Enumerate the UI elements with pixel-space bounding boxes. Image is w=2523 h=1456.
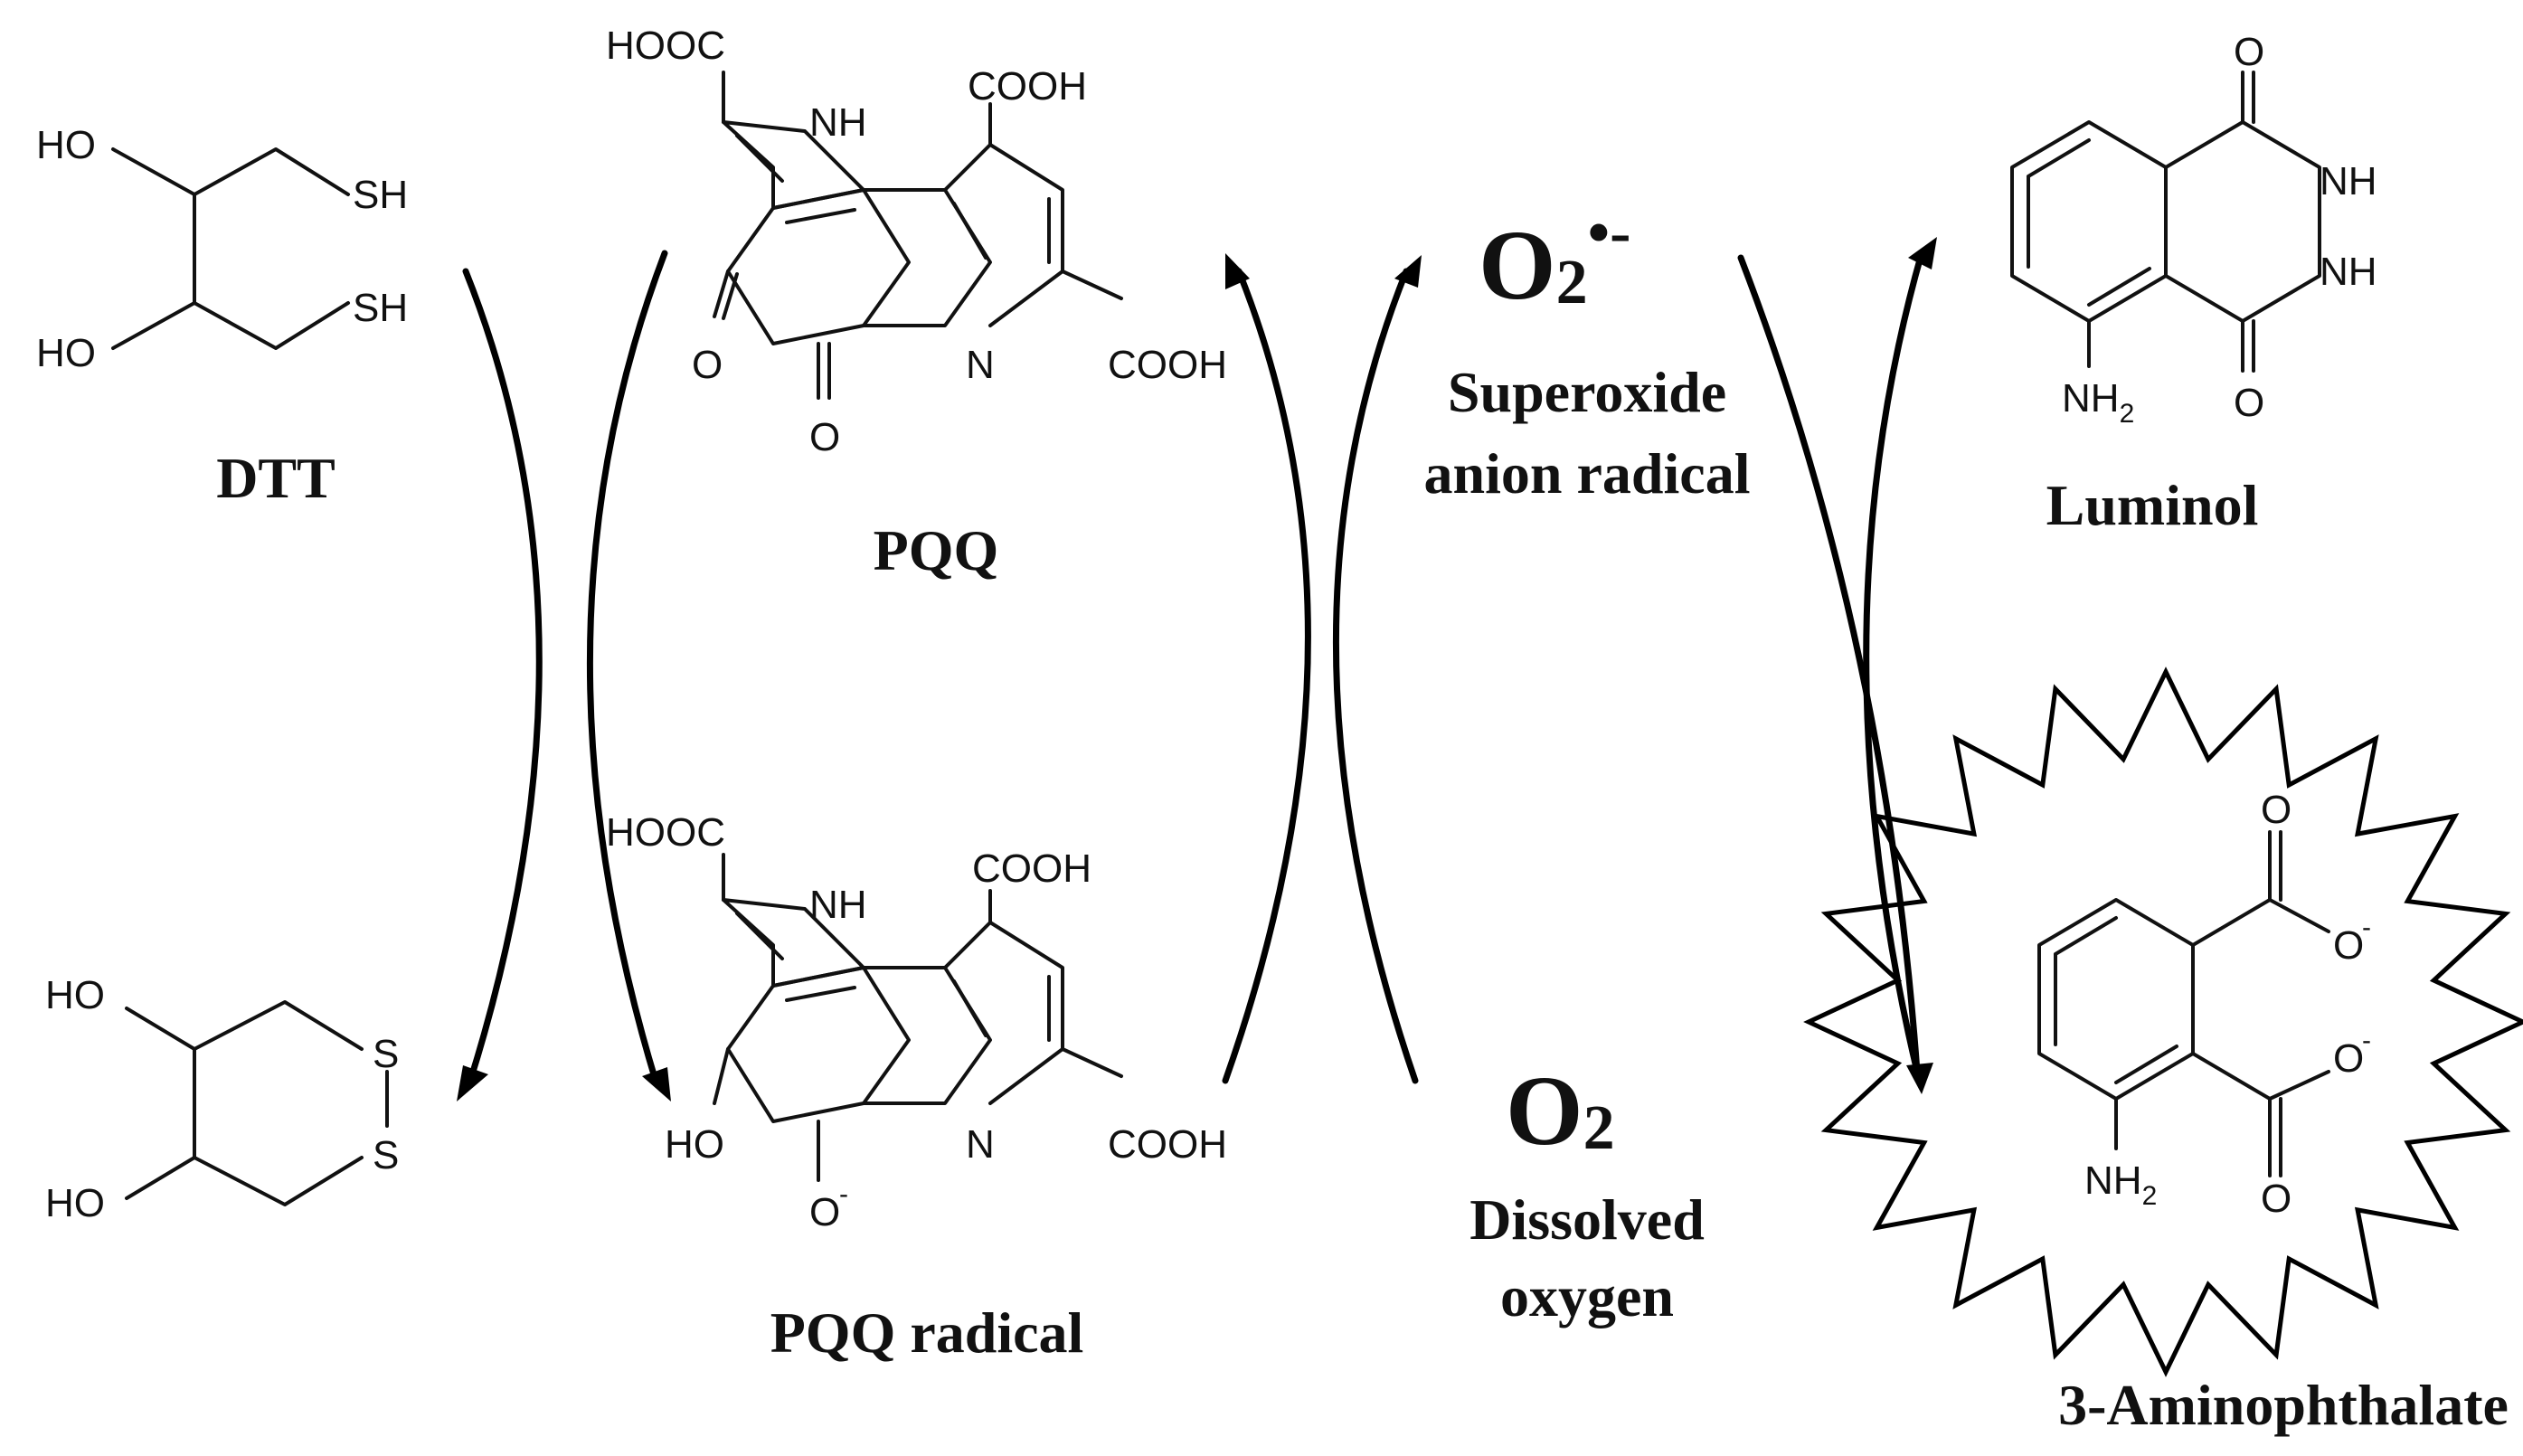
- pqq-label: PQQ: [874, 518, 999, 582]
- pqq-cooh-top: COOH: [968, 64, 1087, 109]
- pqq-structure: HOOC NH COOH N COOH O O PQQ: [606, 24, 1227, 582]
- reaction-arrows: [457, 237, 1937, 1101]
- aminophthalate-o-minus-bottom: O: [2333, 1036, 2364, 1081]
- pqq-radical-cooh-right: COOH: [1108, 1122, 1227, 1167]
- arrow-oxygen-to-superoxide: [1332, 268, 1419, 1084]
- aminophthalate-group: O O - O - O NH2 3-Aminophthalate: [1803, 667, 2523, 1437]
- arrow-radical-to-pqq: [1222, 268, 1311, 1084]
- arrow-pqq-reduction: [586, 250, 668, 1084]
- oxidized-dtt-structure: HO HO S S: [45, 973, 399, 1225]
- ox-dtt-s-top: S: [373, 1032, 399, 1076]
- aminophthalate-o-minus-top: O: [2333, 923, 2364, 968]
- arrowhead-luminol-to-aminophthalate: [1908, 237, 1937, 269]
- superoxide-group: O2•- Superoxide anion radical: [1424, 198, 1751, 506]
- luminol-o-bottom: O: [2234, 381, 2264, 425]
- oxygen-subscript: 2: [1583, 1093, 1615, 1163]
- luminol-structure: O NH NH O NH2 Luminol: [2010, 30, 2377, 537]
- pqq-radical-nh: NH: [809, 883, 867, 927]
- pqq-nh: NH: [809, 100, 867, 145]
- pqq-n: N: [966, 343, 995, 387]
- dtt-sh-top: SH: [353, 173, 408, 217]
- superoxide-label-line2: anion radical: [1424, 441, 1751, 506]
- superoxide-charge: •-: [1588, 198, 1631, 268]
- luminol-nh2: NH2: [2062, 376, 2134, 429]
- luminol-nh-bottom: NH: [2320, 250, 2377, 294]
- emission-burst: [1803, 667, 2523, 1377]
- pqq-radical-label: PQQ radical: [770, 1300, 1084, 1365]
- arrowhead-pqq-reduction: [642, 1067, 671, 1101]
- dtt-structure: HO SH HO SH DTT: [36, 123, 408, 510]
- arrowhead-radical-to-pqq: [1225, 253, 1250, 289]
- dtt-label: DTT: [216, 446, 335, 510]
- oxygen-formula: O2: [1506, 1055, 1615, 1166]
- pqq-o-bottom: O: [809, 415, 840, 459]
- aminophthalate-minus-top: -: [2362, 912, 2371, 942]
- pqq-radical-cooh-top: COOH: [972, 846, 1091, 891]
- dtt-sh-bottom: SH: [353, 286, 408, 330]
- ox-dtt-ho-bottom: HO: [45, 1181, 105, 1225]
- superoxide-subscript: 2: [1556, 248, 1588, 317]
- superoxide-formula: O2•-: [1479, 198, 1630, 320]
- oxygen-label-line1: Dissolved: [1469, 1187, 1705, 1252]
- ox-dtt-ho-top: HO: [45, 973, 105, 1017]
- oxygen-group: O2 Dissolved oxygen: [1469, 1055, 1705, 1328]
- dtt-ho-top: HO: [36, 123, 96, 167]
- arrow-dtt-oxidation: [462, 268, 543, 1084]
- aminophthalate-minus-bottom: -: [2362, 1026, 2371, 1055]
- aminophthalate-label: 3-Aminophthalate: [2058, 1373, 2509, 1437]
- aminophthalate-o-top: O: [2261, 788, 2291, 832]
- arrow-luminol-to-aminophthalate: [1863, 250, 1925, 1075]
- pqq-o-left: O: [692, 343, 723, 387]
- pqq-hooc: HOOC: [606, 24, 725, 68]
- pqq-cooh-right: COOH: [1108, 343, 1227, 387]
- superoxide-o: O: [1479, 210, 1556, 320]
- luminol-label: Luminol: [2046, 473, 2259, 537]
- aminophthalate-nh2: NH2: [2084, 1158, 2157, 1211]
- pqq-radical-structure: HOOC NH COOH N COOH HO O - PQQ radical: [606, 810, 1227, 1365]
- arrowhead-dtt-oxidation: [457, 1065, 488, 1101]
- luminol-o-top: O: [2234, 30, 2264, 74]
- pqq-radical-ho: HO: [665, 1122, 724, 1167]
- luminol-nh-top: NH: [2320, 159, 2377, 203]
- ox-dtt-s-bottom: S: [373, 1133, 399, 1177]
- oxygen-label-line2: oxygen: [1500, 1264, 1674, 1328]
- arrowhead-oxygen-to-superoxide: [1394, 255, 1422, 288]
- pqq-radical-hooc: HOOC: [606, 810, 725, 855]
- arrow-superoxide-to-aminophthalate: [1737, 254, 1921, 1075]
- pqq-radical-n: N: [966, 1122, 995, 1167]
- superoxide-label-line1: Superoxide: [1448, 360, 1726, 424]
- pqq-radical-o-minus: O: [809, 1190, 840, 1234]
- oxygen-o: O: [1506, 1055, 1583, 1166]
- aminophthalate-o-bottom: O: [2261, 1177, 2291, 1221]
- dtt-ho-bottom: HO: [36, 331, 96, 375]
- pqq-radical-minus: -: [839, 1179, 848, 1209]
- arrowhead-superoxide-to-aminophthalate: [1906, 1063, 1933, 1094]
